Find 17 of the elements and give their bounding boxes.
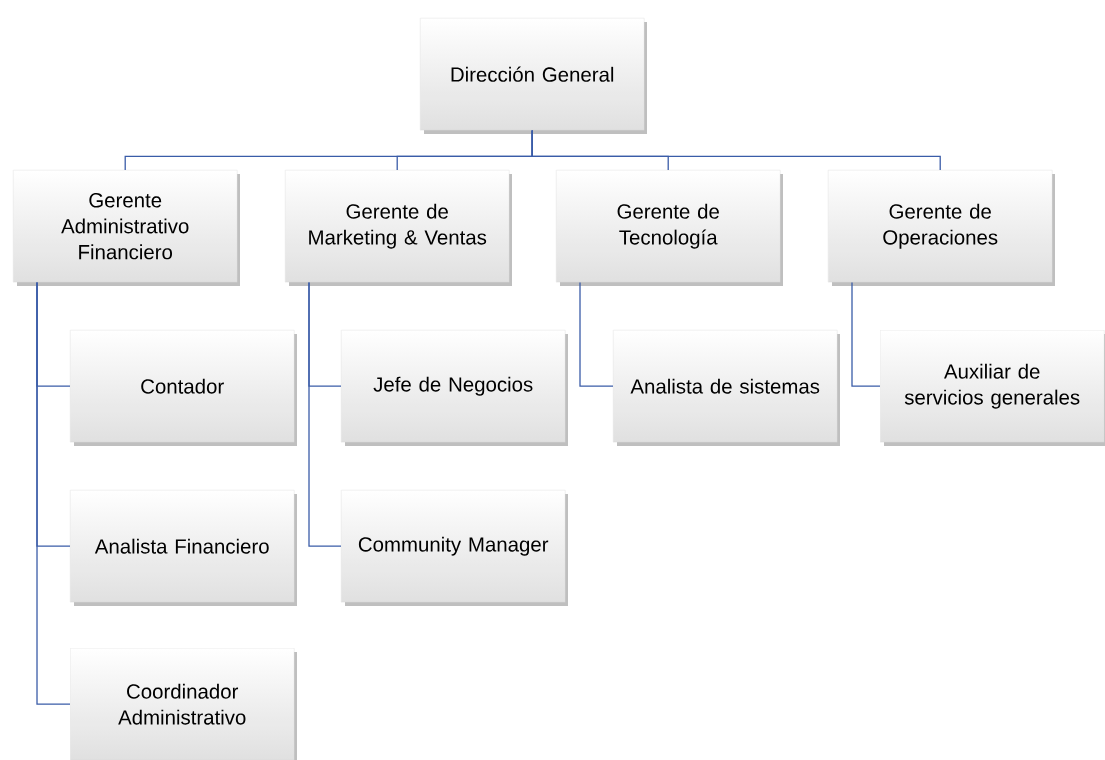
org-box: Gerente de Tecnología (556, 170, 783, 286)
org-box: Community Manager (341, 490, 568, 606)
org-box: Jefe de Negocios (341, 330, 568, 446)
connector-line (579, 281, 614, 387)
org-box: Gerente Administrativo Financiero (13, 170, 240, 286)
connector-line (531, 129, 941, 171)
org-box: Auxiliar de servicios generales (880, 330, 1105, 446)
org-box: Analista de sistemas (613, 330, 840, 446)
org-box: Gerente de Operaciones (828, 170, 1055, 286)
connector-line (36, 281, 71, 705)
org-box: Coordinador Administrativo (70, 648, 297, 760)
connector-line (851, 281, 881, 387)
org-box: Gerente de Marketing & Ventas (285, 170, 512, 286)
org-box: Contador (70, 330, 297, 446)
connector-line (308, 281, 342, 547)
org-box: Analista Financiero (70, 490, 297, 606)
org-box: Dirección General (420, 18, 647, 134)
